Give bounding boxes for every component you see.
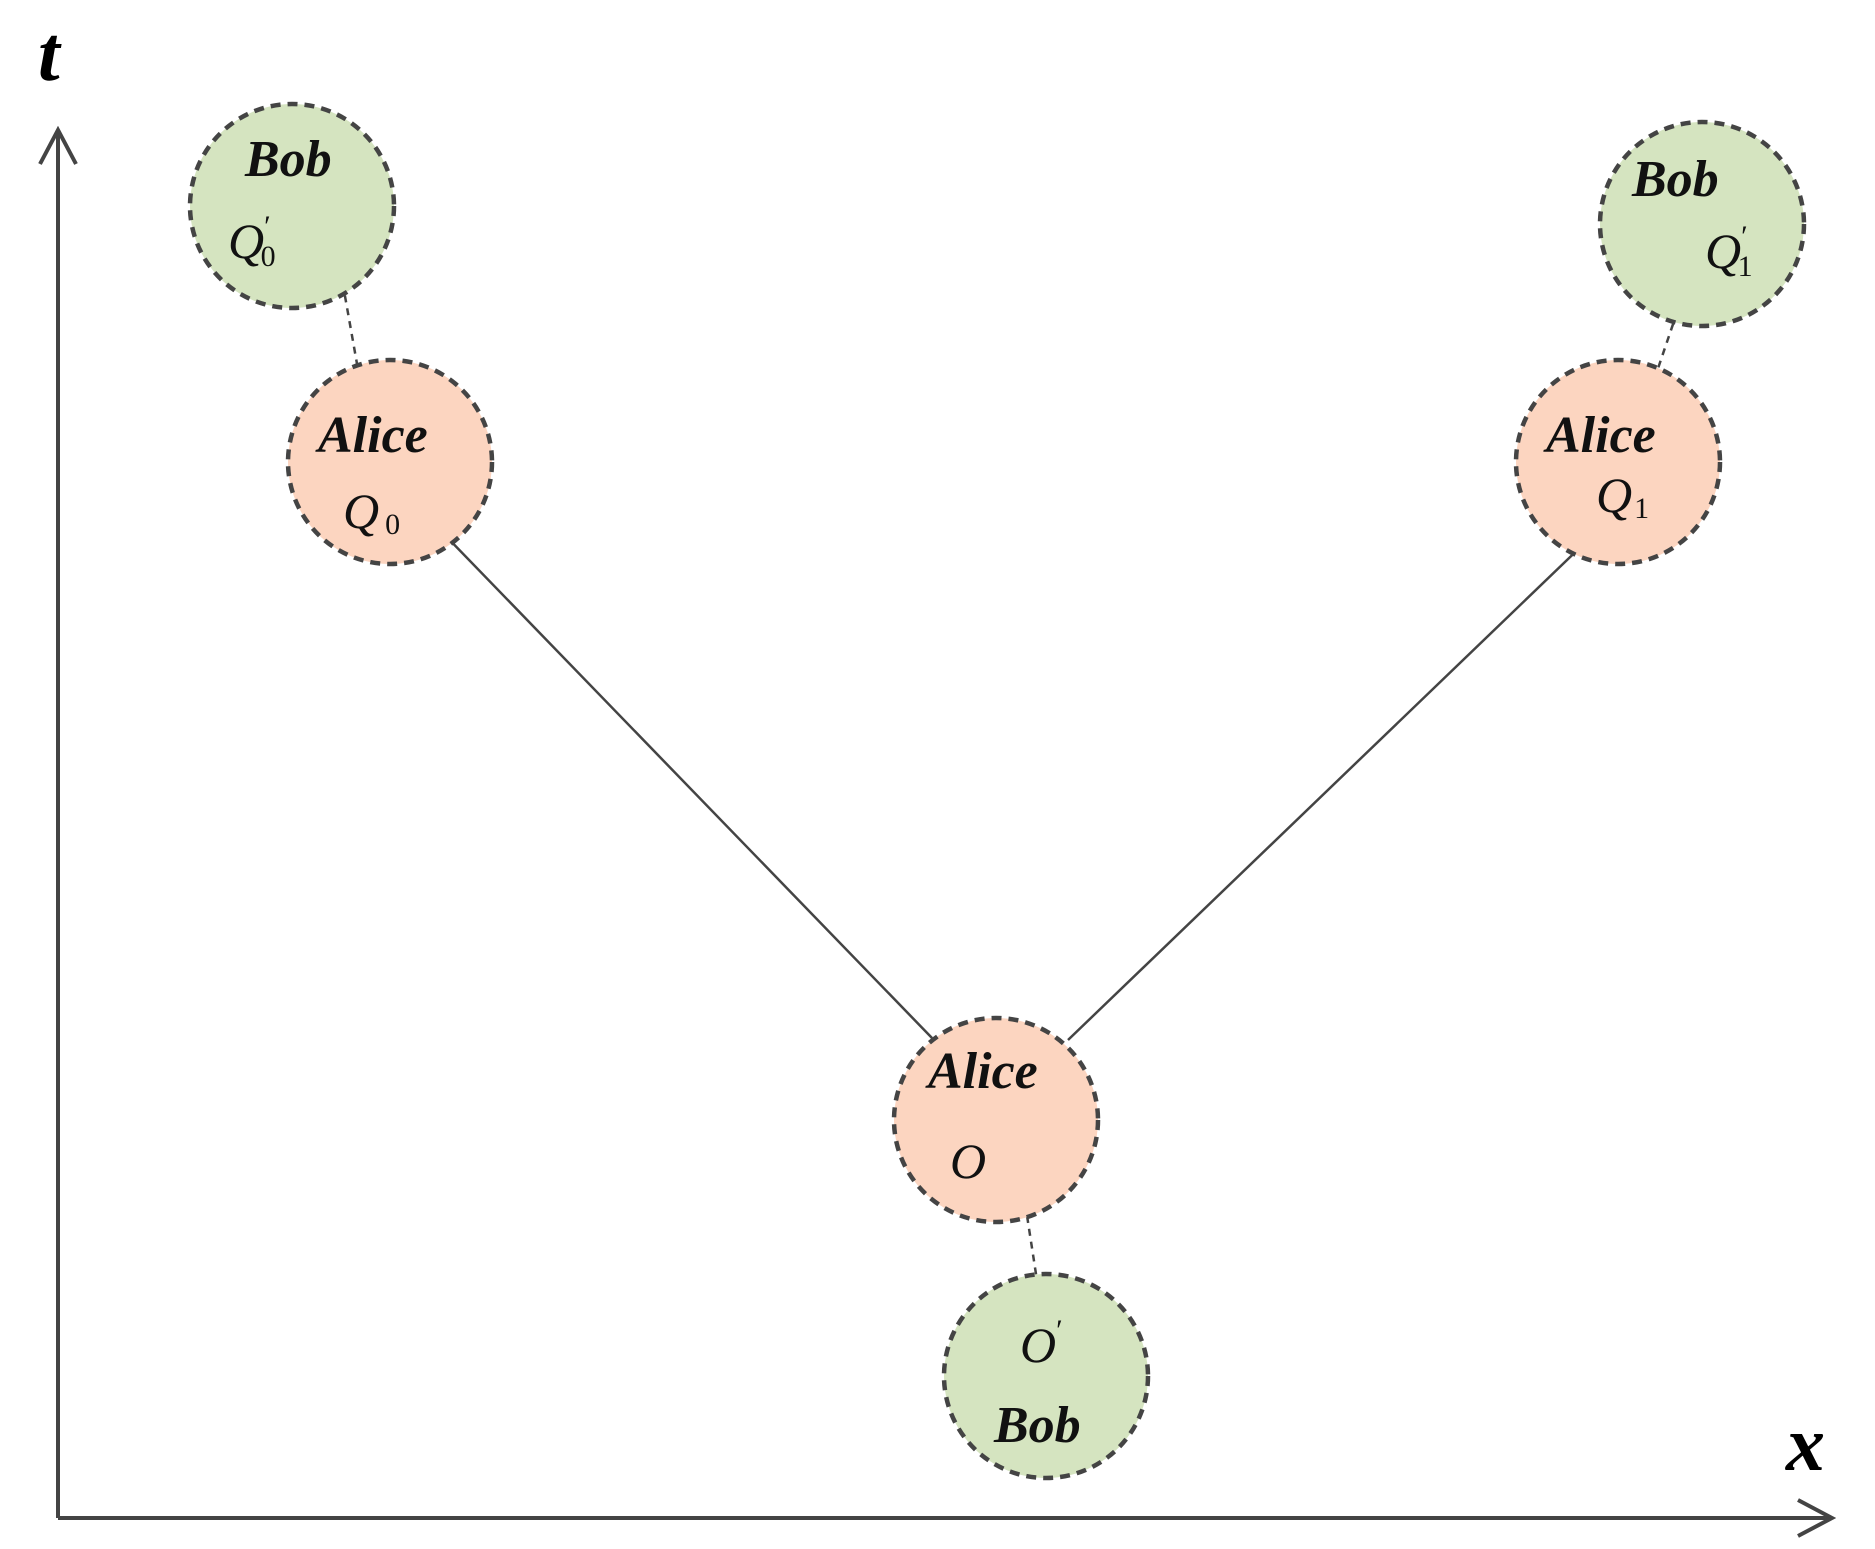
node-point: Q′0 xyxy=(228,210,276,273)
node-bob-o-prime: O′ Bob xyxy=(941,1271,1151,1481)
node-point: O′ xyxy=(1020,1314,1063,1373)
node-point: Q1 xyxy=(1596,467,1649,525)
alice-circle xyxy=(891,1015,1101,1225)
alice-circle xyxy=(285,357,495,567)
node-name: Alice xyxy=(925,1043,1038,1100)
worldline-to-q1 xyxy=(1067,536,1592,1041)
bob-circle xyxy=(941,1271,1151,1481)
bob-circle xyxy=(1597,119,1807,329)
node-alice-q1: Alice Q1 xyxy=(1513,357,1723,567)
node-name: Alice xyxy=(1543,407,1656,464)
node-name: Bob xyxy=(993,1397,1081,1454)
t-axis-label: t xyxy=(38,10,62,97)
bob-circle xyxy=(187,101,397,311)
node-name: Bob xyxy=(1631,151,1719,208)
worldline-to-q0 xyxy=(440,530,933,1039)
x-axis-label: x xyxy=(1785,1400,1825,1487)
node-bob-q0-prime: Bob Q′0 xyxy=(187,101,397,311)
node-point: O xyxy=(950,1133,986,1189)
node-name: Alice xyxy=(315,407,428,464)
node-point: Q′1 xyxy=(1705,220,1753,283)
node-bob-q1-prime: Bob Q′1 xyxy=(1597,119,1807,329)
alice-circle xyxy=(1513,357,1723,567)
node-name: Bob xyxy=(244,131,332,188)
node-alice-o: Alice O xyxy=(891,1015,1101,1225)
